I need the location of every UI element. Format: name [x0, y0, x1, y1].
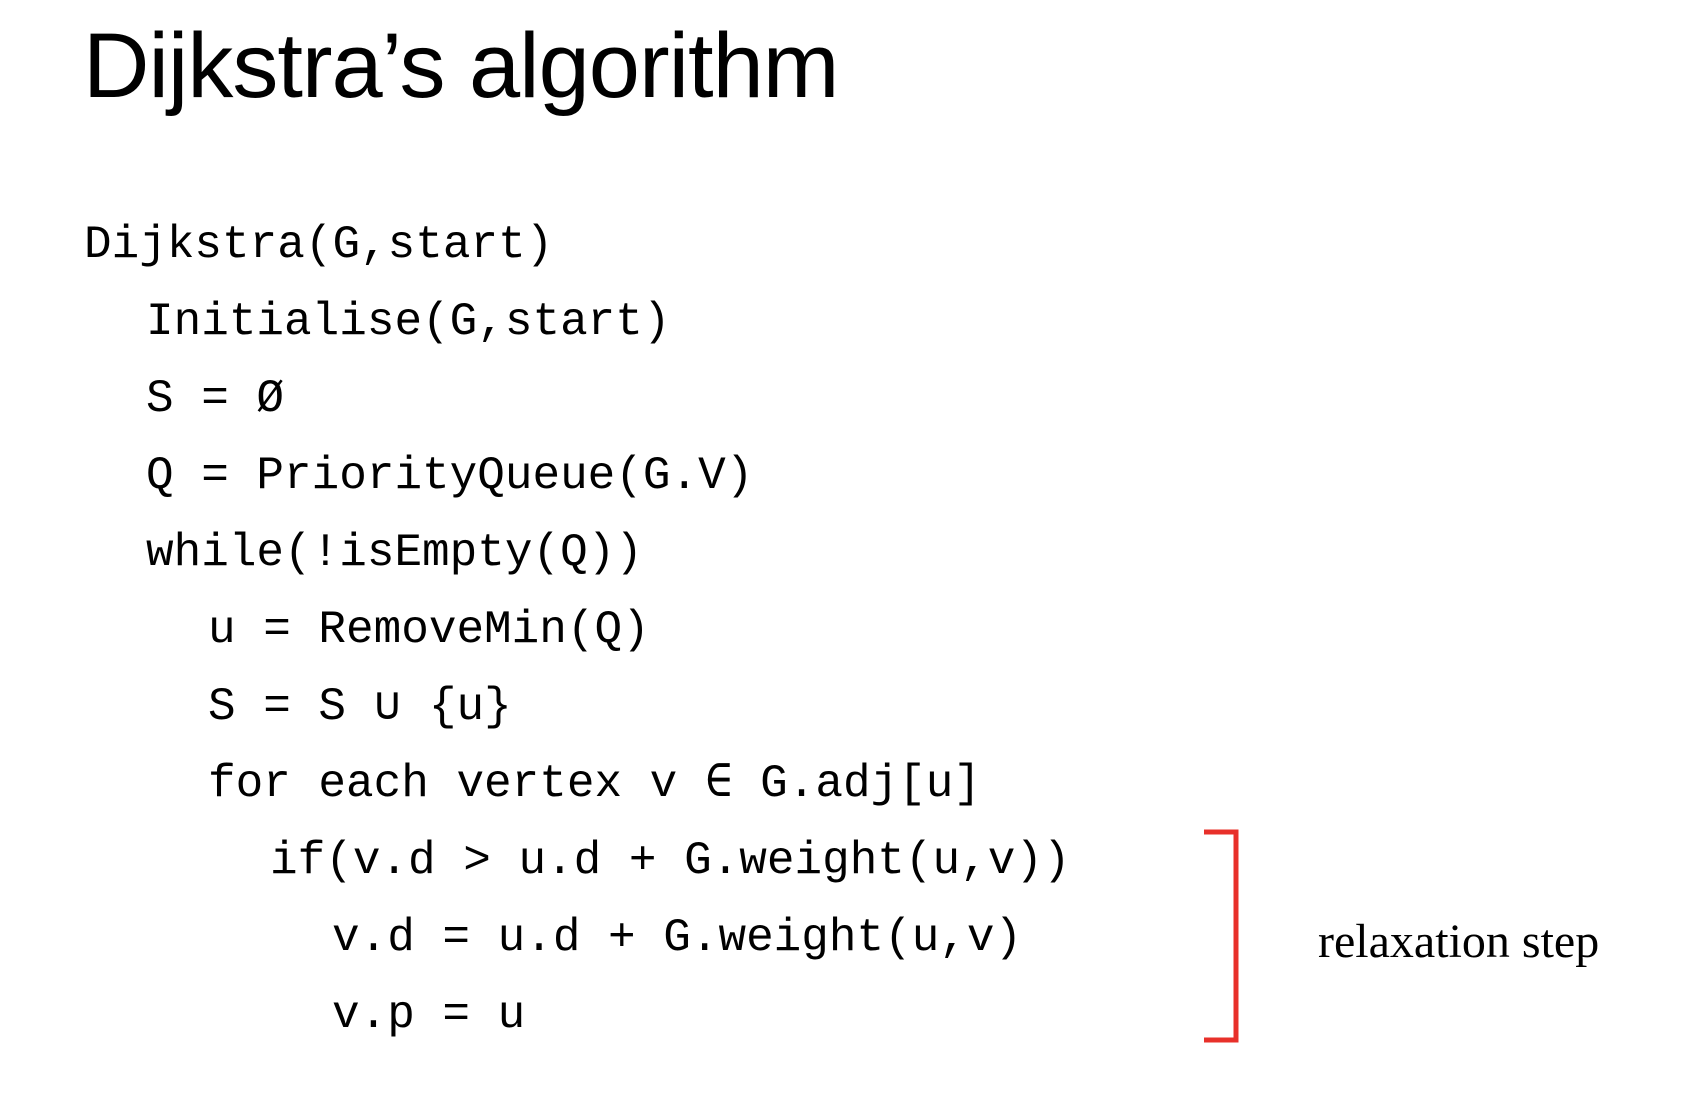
code-line-update-distance: v.d = u.d + G.weight(u,v)	[332, 912, 1023, 964]
code-line-while-loop: while(!isEmpty(Q))	[146, 527, 643, 579]
pseudocode-block: Dijkstra(G,start) Initialise(G,start) S …	[84, 207, 1071, 1054]
relaxation-bracket-path	[1204, 829, 1239, 1043]
slide-title: Dijkstra’s algorithm	[83, 15, 839, 117]
relaxation-step-label: relaxation step	[1318, 915, 1600, 968]
code-line-init-set-s: S = Ø	[146, 373, 285, 425]
relaxation-bracket	[1204, 829, 1239, 1043]
code-line-update-predecessor: v.p = u	[332, 989, 526, 1041]
code-line-remove-min: u = RemoveMin(Q)	[208, 604, 650, 656]
code-line-function-signature: Dijkstra(G,start)	[84, 219, 554, 271]
code-line-initialise: Initialise(G,start)	[146, 296, 671, 348]
code-line-set-union: S = S ∪ {u}	[208, 681, 512, 733]
code-line-relax-condition: if(v.d > u.d + G.weight(u,v))	[270, 835, 1071, 887]
code-line-for-each-vertex: for each vertex v ∈ G.adj[u]	[208, 758, 982, 810]
code-line-init-queue: Q = PriorityQueue(G.V)	[146, 450, 754, 502]
